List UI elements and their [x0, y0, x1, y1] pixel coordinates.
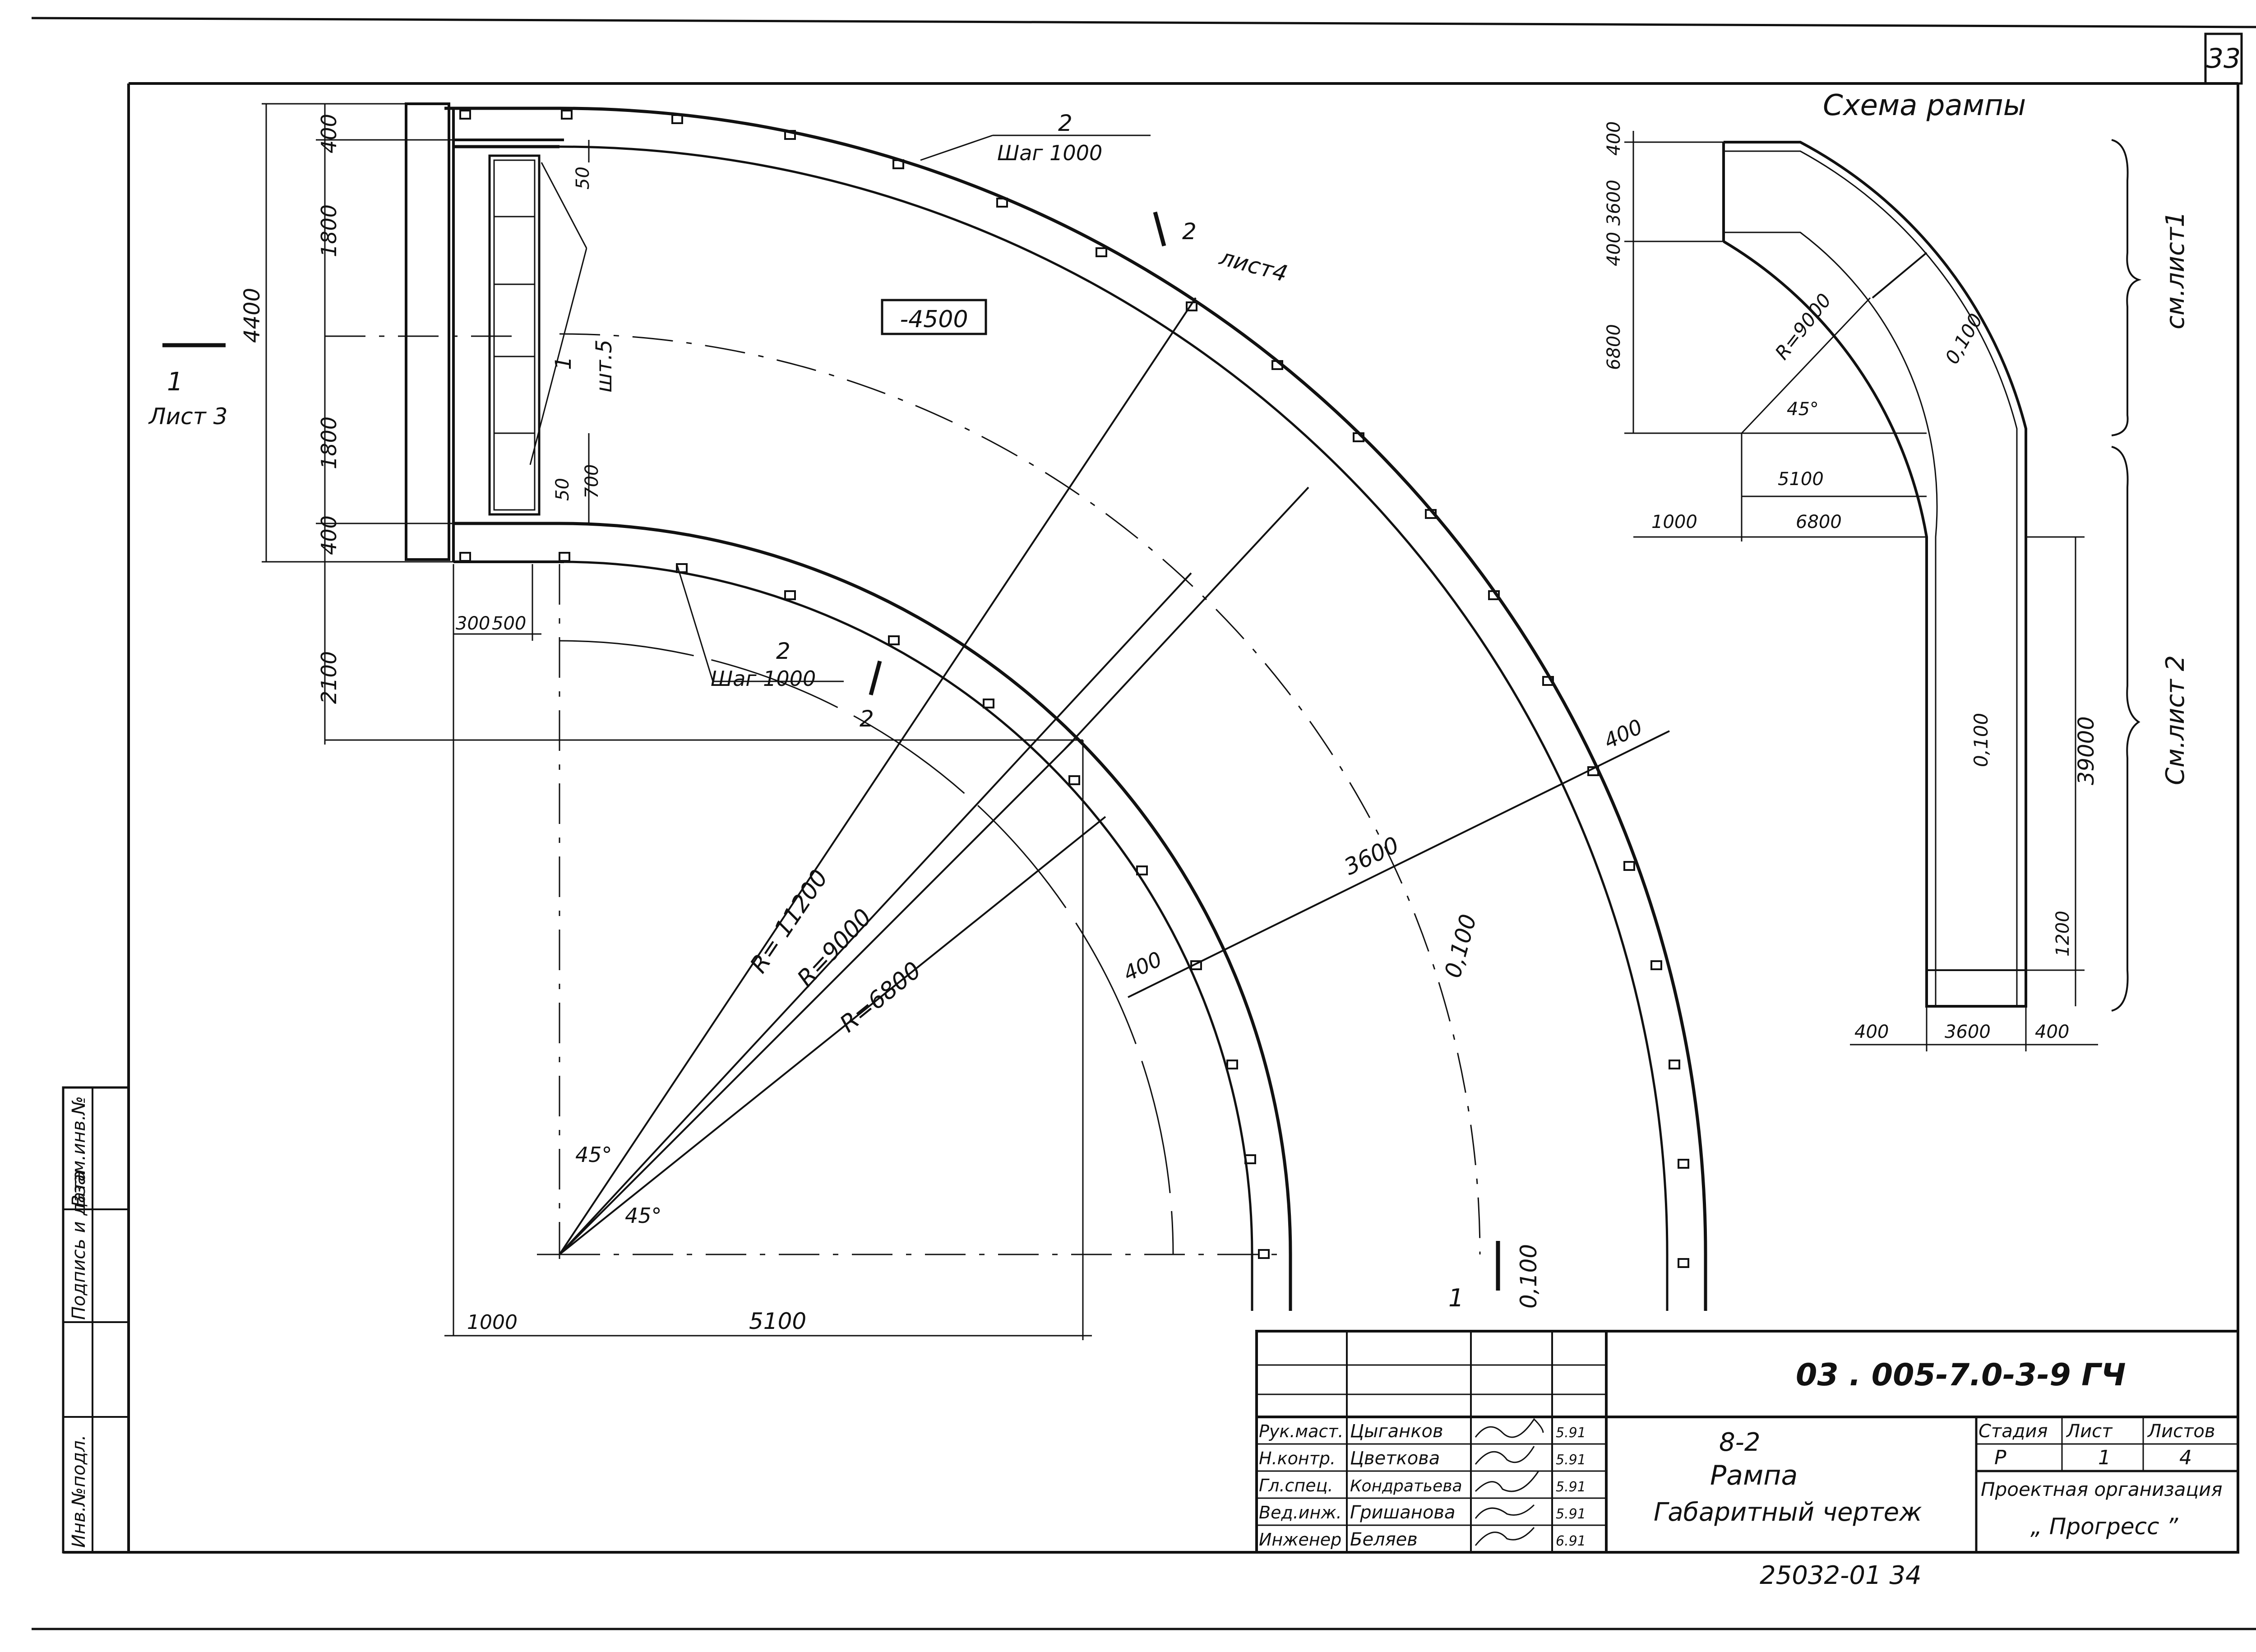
- sign-date: 5.91: [1556, 1506, 1586, 1522]
- document-code: 03 . 005-7.0-3-9 ГЧ: [1796, 1357, 2126, 1393]
- org-name: „ Прогресс ”: [2030, 1513, 2178, 1540]
- sign-date: 5.91: [1556, 1425, 1586, 1441]
- dim-5100: 5100: [749, 1308, 806, 1334]
- signature-mark: [1475, 1504, 1535, 1519]
- signature-rows: Рук.маст. Цыганков 5.91 Н.контр. Цветков…: [1259, 1418, 1586, 1550]
- role-label: Рук.маст.: [1259, 1421, 1344, 1441]
- sheets-header: Листов: [2147, 1421, 2215, 1442]
- archive-number: 25032-01 34: [1760, 1561, 1922, 1590]
- ramp-scheme: [1624, 131, 2142, 1051]
- section1-sheet: Лист 3: [148, 403, 227, 430]
- person-name: Цветкова: [1350, 1448, 1440, 1469]
- anchor-bolts: [459, 110, 1689, 1268]
- dim-1800-top: 1800: [317, 204, 341, 257]
- scheme-angle: 45°: [1787, 399, 1819, 420]
- pitch-top-count: 2: [1058, 110, 1073, 136]
- scheme-title: Схема рампы: [1823, 89, 2026, 122]
- scheme-slope-curve: 0,100: [1941, 310, 1987, 368]
- stamp-replacement-inv: Взам.инв.№: [69, 1096, 89, 1207]
- dim-700: 700: [582, 464, 602, 499]
- side-stamp: Взам.инв.№ Подпись и дата Инв.№подл.: [62, 1086, 130, 1554]
- dim-500: 500: [492, 613, 526, 634]
- scheme-dim-400-a: 400: [1604, 121, 1624, 156]
- section2-sheet: лист4: [1216, 244, 1290, 287]
- section2-number: 2: [1182, 218, 1197, 245]
- drawing-type: Габаритный чертеж: [1654, 1498, 1922, 1527]
- signature-mark: [1475, 1471, 1539, 1492]
- role-label: Гл.спец.: [1259, 1476, 1333, 1495]
- dim-3600-diag: 3600: [1340, 832, 1403, 880]
- slope-arc: 0,100: [1440, 912, 1482, 981]
- dim-400-diag-out: 400: [1600, 714, 1646, 754]
- section1-number: 1: [167, 367, 183, 397]
- person-name: Кондратьева: [1350, 1477, 1462, 1495]
- dim-300: 300: [456, 613, 490, 634]
- dim-50-bottom: 50: [552, 478, 573, 501]
- grille-count: 1: [551, 356, 576, 370]
- dim-1000: 1000: [467, 1311, 518, 1334]
- scheme-dim-3600: 3600: [1604, 180, 1624, 226]
- stamp-original-inv: Инв.№подл.: [69, 1435, 89, 1548]
- org-label: Проектная организация: [1981, 1478, 2223, 1500]
- sheets-value: 4: [2179, 1446, 2192, 1469]
- sheet-number: 33: [2206, 43, 2241, 74]
- role-label: Вед.инж.: [1259, 1503, 1342, 1522]
- sheet-frame: 33: [31, 17, 2256, 1630]
- angle-b: 45°: [625, 1203, 662, 1228]
- scheme-dim-5100: 5100: [1778, 469, 1824, 490]
- ramp-plan: [162, 102, 1707, 1340]
- signature-mark: [1475, 1527, 1535, 1546]
- slope-bottom: 0,100: [1516, 1244, 1542, 1309]
- section2-bottom: 2: [860, 706, 874, 732]
- stamp-signature-date: Подпись и дата: [69, 1171, 89, 1320]
- scheme-dim-6800-v: 6800: [1604, 324, 1624, 370]
- signature-mark: [1475, 1418, 1544, 1438]
- dim-400-diag-in: 400: [1119, 947, 1166, 986]
- scheme-dim-3600-w: 3600: [1945, 1022, 1991, 1042]
- dim-400-bottom: 400: [317, 515, 341, 555]
- dim-1800-bottom: 1800: [317, 416, 341, 469]
- scheme-dim-39000: 39000: [2074, 716, 2099, 785]
- scheme-dim-1000: 1000: [1651, 512, 1697, 532]
- pitch-top-label: Шаг 1000: [997, 141, 1102, 165]
- sign-date: 5.91: [1556, 1452, 1586, 1468]
- dim-2100: 2100: [317, 651, 341, 704]
- scheme-dim-6800-h: 6800: [1796, 512, 1842, 532]
- drawing-name: Рампа: [1710, 1460, 1798, 1491]
- object-code: 8-2: [1719, 1428, 1760, 1457]
- dim-50-top: 50: [573, 167, 593, 190]
- section1-bottom: 1: [1448, 1284, 1464, 1312]
- scheme-see-sheet1: см.лист1: [2161, 211, 2190, 329]
- scheme-dim-400-l: 400: [1854, 1022, 1889, 1042]
- scheme-see-sheet2: См.лист 2: [2161, 655, 2190, 785]
- person-name: Гришанова: [1350, 1502, 1456, 1523]
- stage-header: Стадия: [1979, 1421, 2048, 1442]
- elevation-mark: -4500: [900, 306, 968, 333]
- pitch-bottom-label: Шаг 1000: [711, 666, 816, 691]
- scheme-dim-1200: 1200: [2053, 911, 2073, 957]
- sheet-value: 1: [2098, 1446, 2111, 1469]
- person-name: Беляев: [1350, 1529, 1418, 1550]
- sign-date: 5.91: [1556, 1479, 1586, 1495]
- dim-400-top: 400: [317, 114, 341, 153]
- title-block: [1255, 1330, 2239, 1554]
- grille-unit: шт.5: [592, 339, 617, 393]
- stage-value: Р: [1994, 1446, 2006, 1469]
- signature-mark: [1475, 1446, 1535, 1465]
- role-label: Инженер: [1259, 1530, 1341, 1550]
- person-name: Цыганков: [1350, 1421, 1443, 1442]
- sign-date: 6.91: [1556, 1533, 1586, 1549]
- angle-a: 45°: [575, 1143, 612, 1167]
- radius-inner: R=6800: [835, 957, 926, 1038]
- scheme-slope-straight: 0,100: [1970, 713, 1992, 767]
- pitch-bottom-count: 2: [776, 638, 791, 664]
- role-label: Н.контр.: [1259, 1448, 1336, 1468]
- scheme-dim-400-b: 400: [1604, 232, 1624, 266]
- dim-4400: 4400: [240, 288, 265, 343]
- sheet-header: Лист: [2066, 1421, 2113, 1442]
- scheme-dim-400-r: 400: [2035, 1022, 2069, 1042]
